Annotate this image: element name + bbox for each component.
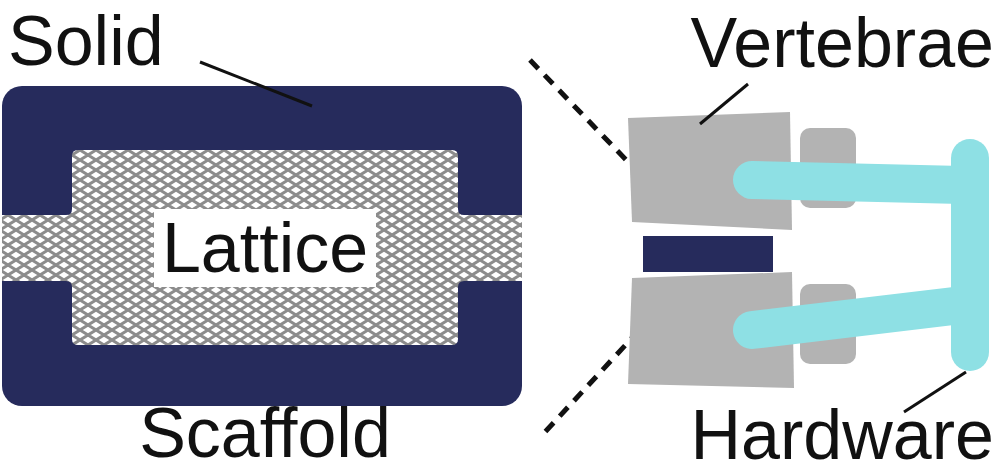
lattice-node: Lattice	[72, 150, 458, 345]
lattice-region	[2, 150, 522, 345]
implant-scaffold	[643, 236, 773, 272]
leader-line	[700, 84, 748, 124]
node-title: Scaffold	[139, 398, 391, 468]
scaffold-node: Scaffold Lattice	[0, 80, 530, 474]
part-label: Solid	[8, 6, 164, 76]
node-label: Lattice	[154, 209, 376, 287]
leader-line	[200, 62, 312, 106]
part-label: Hardware	[691, 400, 994, 470]
rod	[951, 158, 989, 352]
pedicle-screw	[752, 305, 962, 330]
part-label: Vertebrae	[690, 8, 994, 78]
solid-frame	[2, 86, 522, 406]
pedicle-screw	[752, 180, 962, 185]
